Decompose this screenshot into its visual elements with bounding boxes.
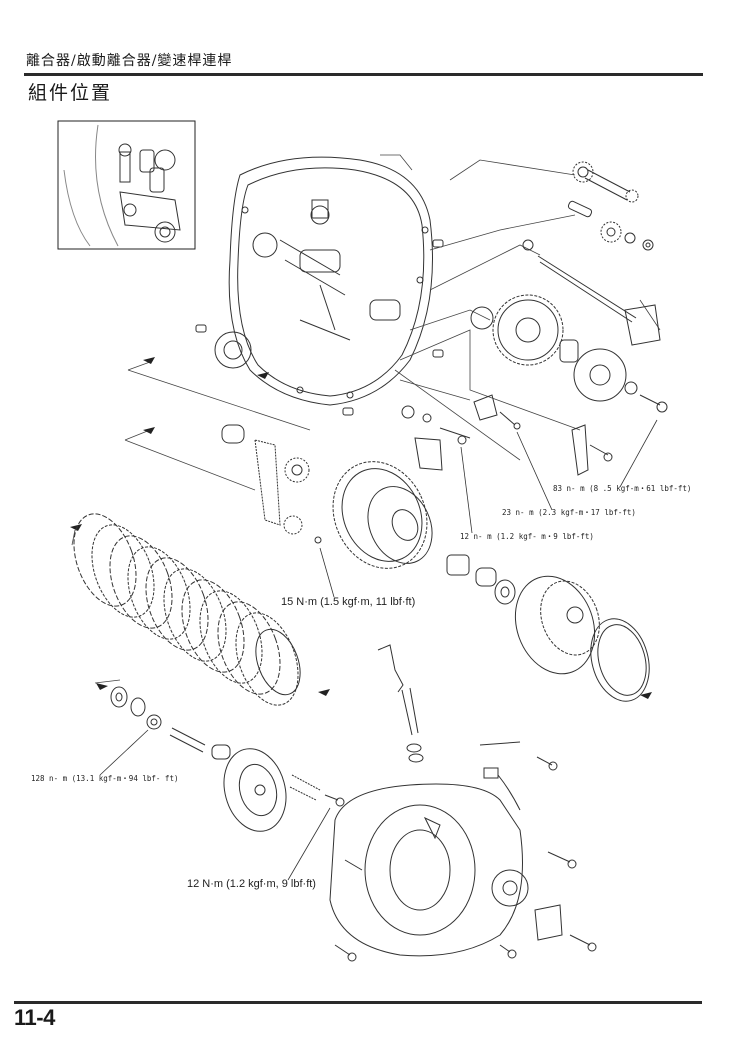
torque-label-oil-pump-sprocket-bolt: 15 N·m (1.5 kgf·m, 11 lbf·ft) (281, 596, 416, 608)
clutch-disc (170, 571, 255, 680)
starter-idle-gear-assembly (523, 162, 660, 345)
header-divider (24, 73, 703, 76)
shift-spindle (378, 645, 423, 762)
torque-label-clutch-spring-bolt: 12 N·m (1.2 kgf·m, 9 lbf·ft) (187, 878, 316, 890)
right-crankcase-cover (330, 784, 528, 956)
clutch-plate (80, 516, 165, 625)
torque-label-clutch-center-locknut: 128 n- m (13.1 kgf-m・94 lbf- ft) (31, 774, 179, 783)
torque-label-stopper-arm-bolt: 12 n- m (1.2 kgf- m・9 lbf-ft) (460, 532, 594, 541)
cover-fasteners-sensor (335, 742, 596, 961)
section-title: 離合器/啟動離合器/變速桿連桿 (26, 53, 233, 69)
clutch-disc-inner (248, 623, 309, 701)
footer-divider (14, 1001, 702, 1004)
starter-driven-gear (471, 295, 667, 412)
page-number: 11-4 (14, 1005, 55, 1030)
gearshift-linkage-parts (402, 395, 612, 475)
torque-label-shift-drum-bolt: 23 n- m (2.3 kgf-m・17 lbf-ft) (502, 508, 636, 517)
clutch-plate (224, 604, 309, 713)
torque-leader-lines (100, 420, 657, 880)
clutch-center (502, 565, 609, 685)
dowel-pins (196, 240, 443, 415)
clutch-lifter-parts (111, 687, 344, 838)
clutch-plate (116, 538, 201, 647)
torque-label-starter-clutch-bolt: 83 n- m (8 .5 kgf-m・61 lbf-ft) (553, 484, 692, 493)
crankcase (229, 157, 432, 405)
clutch-disc (62, 505, 147, 614)
clutch-plate (188, 582, 273, 691)
page-heading: 組件位置 (28, 82, 113, 104)
clutch-lifter-plate-ring (582, 612, 658, 708)
direction-arrows (70, 357, 652, 699)
clutch-disc (98, 527, 183, 636)
oil-filter-rotor-cap (215, 332, 251, 368)
explosion-lines (72, 155, 660, 683)
needle-bearing-collar-washer (447, 555, 515, 604)
clutch-disc (206, 593, 291, 702)
inset-detail-shift-linkage (58, 121, 195, 249)
clutch-plate (152, 560, 237, 669)
clutch-disc (134, 549, 219, 658)
oil-pump-drive (222, 425, 321, 543)
clutch-outer (316, 446, 444, 584)
